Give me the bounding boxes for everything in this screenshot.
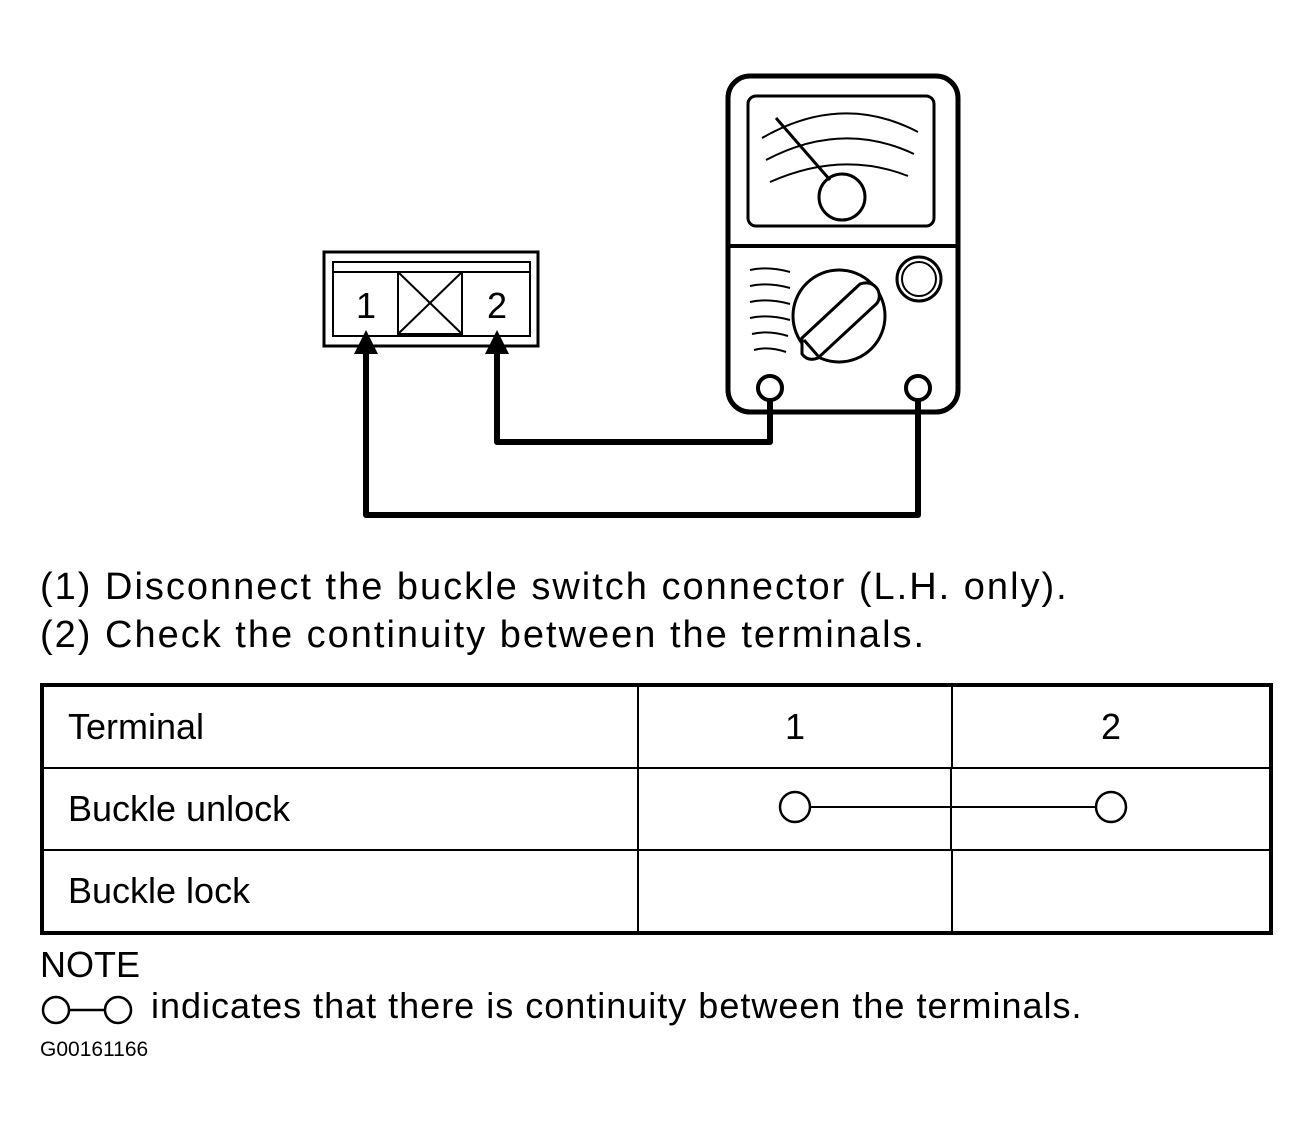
header-terminal: Terminal	[41, 684, 639, 769]
instruction-step-1: (1) Disconnect the buckle switch connect…	[40, 566, 1069, 608]
continuity-table: Terminal 1 2 Buckle unlock Buckle lock	[40, 683, 1273, 935]
header-terminal-2: 2	[951, 684, 1272, 769]
ohmmeter	[725, 73, 961, 415]
continuity-legend-symbol	[41, 996, 133, 1025]
terminal-1-arrow	[354, 330, 378, 354]
buckle-switch-connector	[322, 250, 540, 348]
empty-cell	[951, 849, 1272, 934]
terminal-2-arrow	[485, 330, 509, 354]
row-label-buckle-unlock: Buckle unlock	[41, 767, 639, 851]
continuity-symbol	[778, 769, 1128, 849]
note-text: indicates that there is continuity betwe…	[151, 985, 1083, 1026]
connector-terminal-2-label: 2	[487, 285, 507, 326]
instruction-step-2: (2) Check the continuity between the ter…	[40, 614, 927, 656]
header-terminal-1: 1	[637, 684, 953, 769]
test-setup-diagram: 1 2	[322, 73, 961, 518]
note-title: NOTE	[40, 944, 141, 985]
table-row: Buckle unlock	[41, 767, 1272, 851]
row-label-buckle-lock: Buckle lock	[41, 849, 639, 934]
continuity-cells	[637, 767, 1272, 851]
table-row: Buckle lock	[41, 849, 1272, 934]
test-leads	[363, 352, 921, 518]
connector-terminal-1-label: 1	[356, 285, 376, 326]
figure-id: G00161166	[40, 1038, 149, 1061]
table-header-row: Terminal 1 2	[41, 684, 1272, 769]
note-line: indicates that there is continuity betwe…	[40, 985, 1083, 1027]
empty-cell	[637, 849, 953, 934]
